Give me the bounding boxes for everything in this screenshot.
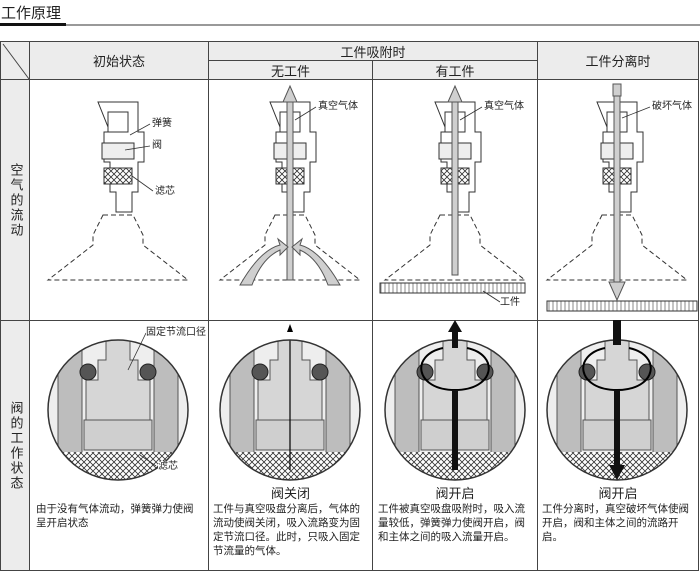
description-detached: 工件分离时，真空破坏气体使阀开启，阀和主体之间的流路开启。 <box>542 503 689 543</box>
label-filter: 滤芯 <box>155 186 175 197</box>
suction-pad-dashed <box>545 214 689 281</box>
arrow-up-icon <box>448 320 462 332</box>
valve-body <box>101 142 135 160</box>
o-ring-left-icon <box>79 363 97 381</box>
valve-detail-view <box>384 320 526 481</box>
row-label-air-flow: 空气的流动 <box>0 79 30 321</box>
label-break-air: 破坏气体 <box>652 101 692 112</box>
inflow-arrow-right-icon <box>291 237 341 286</box>
vacuum-pad-fitting <box>379 84 527 303</box>
flow-path <box>420 347 490 391</box>
main-flow <box>452 390 458 470</box>
title-underline <box>0 23 66 26</box>
caption-valve-open-detached: 阀开启 <box>598 487 638 502</box>
vacuum-pad-fitting <box>218 84 362 286</box>
leader-line <box>621 106 651 119</box>
label-valve: 阀 <box>152 140 162 151</box>
arrow-up-icon <box>287 324 293 332</box>
o-ring-left-icon <box>251 363 269 381</box>
o-ring-right-icon <box>139 363 157 381</box>
label-workpiece: 工件 <box>500 297 520 308</box>
vacuum-pad-fitting <box>545 83 698 312</box>
label-filter-detail: 滤芯 <box>158 461 178 472</box>
leader-line <box>294 106 317 121</box>
body-wall-left <box>229 340 255 471</box>
suction-pad-dashed <box>383 214 527 281</box>
caption-valve-closed: 阀关闭 <box>270 487 310 502</box>
flow-arrow-up-icon <box>282 84 298 103</box>
inflow-arrow-left-icon <box>239 237 289 286</box>
leader-line <box>139 454 157 467</box>
description-with-work: 工件被真空吸盘吸附时，吸入流量较低，弹簧弹力使阀开启，阀和主体之间的吸入流量开启… <box>378 503 525 543</box>
row-label-valve-state: 阀的工作状态 <box>0 320 30 571</box>
caption-valve-open-with-work: 阀开启 <box>435 487 475 502</box>
flow-arrow-up-icon <box>447 84 463 103</box>
valve-detail-view <box>219 324 361 481</box>
filter-element <box>103 167 133 185</box>
detail-content <box>385 340 525 480</box>
main-flow <box>614 390 620 470</box>
label-vacuum-no-work: 真空气体 <box>318 101 358 112</box>
flow-arrow-shaft <box>451 99 459 276</box>
arrow-shaft <box>613 320 621 345</box>
leader-line <box>124 145 151 151</box>
header-detached: 工件分离时 <box>537 41 699 80</box>
label-spring: 弹簧 <box>152 118 172 129</box>
break-arrow-tail <box>612 83 622 97</box>
workpiece-plate <box>379 282 526 294</box>
suction-pad-dashed <box>46 214 190 281</box>
leader-line <box>131 175 154 192</box>
leader-line <box>127 332 147 371</box>
vacuum-pad-fitting <box>46 101 190 281</box>
valve-detail-view <box>546 320 688 481</box>
detail-circle-outline <box>219 339 361 481</box>
detail-circle-outline <box>47 339 189 481</box>
page-title: 工作原理 <box>1 4 62 22</box>
arrow-down-icon <box>609 465 625 480</box>
header-with-work: 有工件 <box>372 60 538 80</box>
workpiece-plate <box>546 300 698 312</box>
diagonal-line <box>2 43 30 80</box>
break-arrow-shaft <box>613 95 621 287</box>
corner-cell <box>0 41 30 80</box>
flow-arrow-shaft <box>286 99 294 281</box>
valve-detail-view <box>47 339 189 481</box>
leader-line <box>459 106 483 121</box>
o-ring-right-icon <box>311 363 329 381</box>
description-initial: 由于没有气体流动，弹簧弹力使阀呈开启状态 <box>36 503 194 529</box>
label-vacuum-with-work: 真空气体 <box>484 101 524 112</box>
suction-pad-dashed <box>218 214 362 281</box>
header-no-work: 无工件 <box>208 60 373 80</box>
workpiece-leader <box>482 290 501 303</box>
leader-line <box>129 123 151 136</box>
detail-content <box>48 340 188 480</box>
flow-path <box>582 347 652 391</box>
title-rule <box>66 24 700 26</box>
break-arrow-down-icon <box>608 281 626 302</box>
arrow-shaft <box>452 328 458 348</box>
label-fixed-orifice: 固定节流口径 <box>146 327 206 338</box>
fitting-port <box>107 111 129 133</box>
description-no-work: 工件与真空吸盘分离后，气体的流动使阀关闭，吸入流路变为固定节流口径。此时，只吸入… <box>213 503 360 557</box>
valve-base <box>83 419 153 451</box>
